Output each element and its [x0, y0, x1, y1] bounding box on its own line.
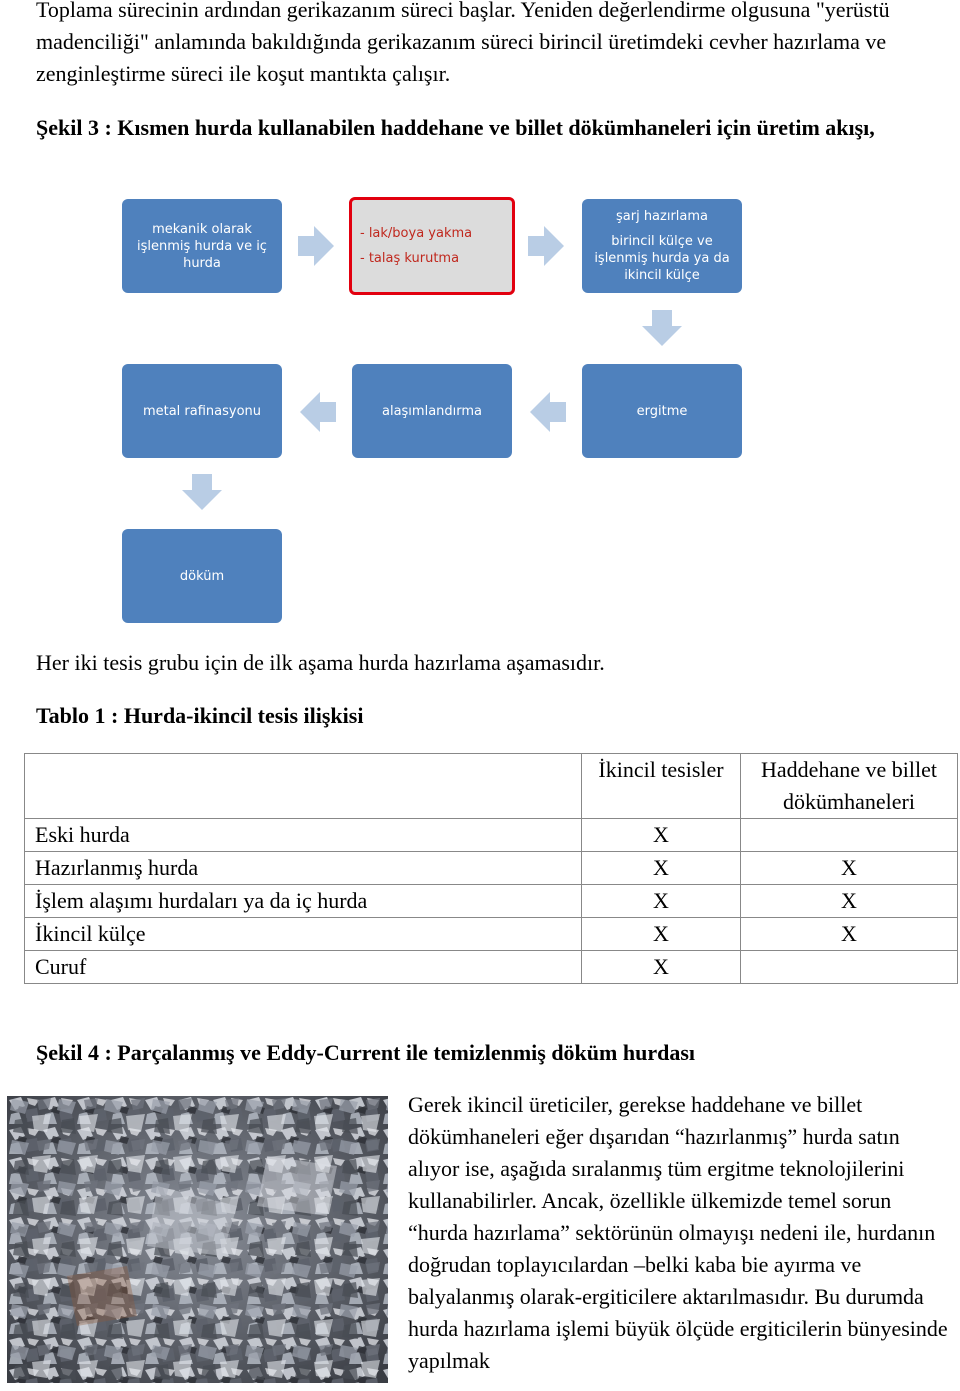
table-row: Curuf X: [24, 950, 958, 984]
table-row: Eski hurda X: [24, 818, 958, 852]
arrow-down-icon: [642, 310, 682, 346]
figure4-caption: Şekil 4 : Parçalanmış ve Eddy-Current il…: [36, 1040, 695, 1065]
step-melting-label: ergitme: [636, 403, 688, 419]
shredded-scrap-photo: [7, 1096, 388, 1383]
table-cell: X: [740, 884, 958, 918]
table-cell: Hazırlanmış hurda: [24, 851, 582, 885]
table-cell: [740, 818, 958, 852]
arrow-down-icon: [182, 474, 222, 510]
table-header-cell: [24, 753, 582, 819]
table-row: İşlem alaşımı hurdaları ya da iç hurda X…: [24, 884, 958, 918]
table-header-cell: Haddehane ve billet dökümhaneleri: [740, 753, 958, 819]
table-cell: Curuf: [24, 950, 582, 984]
arrow-right-icon: [528, 226, 564, 266]
step-dry-label: - talaş kurutma: [360, 251, 460, 266]
arrow-right-icon: [298, 226, 334, 266]
step-melting: ergitme: [582, 364, 742, 458]
step-refining-label: metal rafinasyonu: [142, 403, 262, 419]
step-refining: metal rafinasyonu: [122, 364, 282, 458]
table-row: İkincil külçe X X: [24, 917, 958, 951]
table-cell: X: [740, 917, 958, 951]
step-alloying-label: alaşımlandırma: [381, 403, 483, 419]
step-burn-label: - lak/boya yakma: [360, 226, 473, 241]
table-cell: X: [581, 818, 741, 852]
step-burn-dry: - lak/boya yakma - talaş kurutma: [349, 197, 515, 295]
table-header-cell: İkincil tesisler: [581, 753, 741, 819]
step-casting: döküm: [122, 529, 282, 623]
scrap-facility-table: İkincil tesisler Haddehane ve billet dök…: [24, 753, 958, 984]
closing-paragraph: Gerek ikincil üreticiler, gerekse haddeh…: [408, 1092, 948, 1373]
table-cell: X: [581, 950, 741, 984]
arrow-left-icon: [300, 392, 336, 432]
table-cell: X: [581, 917, 741, 951]
intro-paragraph: Toplama sürecinin ardından gerikazanım s…: [36, 0, 890, 86]
table-row: Hazırlanmış hurda X X: [24, 851, 958, 885]
table-cell: [740, 950, 958, 984]
table-header-row: İkincil tesisler Haddehane ve billet dök…: [24, 753, 958, 819]
step-scrap-label: mekanik olarak işlenmiş hurda ve iç hurd…: [137, 221, 267, 271]
table-cell: İşlem alaşımı hurdaları ya da iç hurda: [24, 884, 582, 918]
step-charge: şarj hazırlama birincil külçe ve işlenmi…: [582, 199, 742, 293]
table-cell: İkincil külçe: [24, 917, 582, 951]
step-casting-label: döküm: [179, 568, 225, 584]
table-cell: Eski hurda: [24, 818, 582, 852]
step-alloying: alaşımlandırma: [352, 364, 512, 458]
table-cell: X: [581, 884, 741, 918]
table-cell: X: [740, 851, 958, 885]
step-charge-title: şarj hazırlama: [615, 209, 709, 224]
table-cell: X: [581, 851, 741, 885]
table1-caption: Tablo 1 : Hurda-ikincil tesis ilişkisi: [36, 703, 364, 728]
figure3-caption: Şekil 3 : Kısmen hurda kullanabilen hadd…: [36, 115, 875, 140]
arrow-left-icon: [530, 392, 566, 432]
step-charge-body: birincil külçe ve işlenmiş hurda ya da i…: [594, 234, 730, 283]
step-scrap: mekanik olarak işlenmiş hurda ve iç hurd…: [122, 199, 282, 293]
after-figure-paragraph: Her iki tesis grubu için de ilk aşama hu…: [36, 650, 605, 675]
